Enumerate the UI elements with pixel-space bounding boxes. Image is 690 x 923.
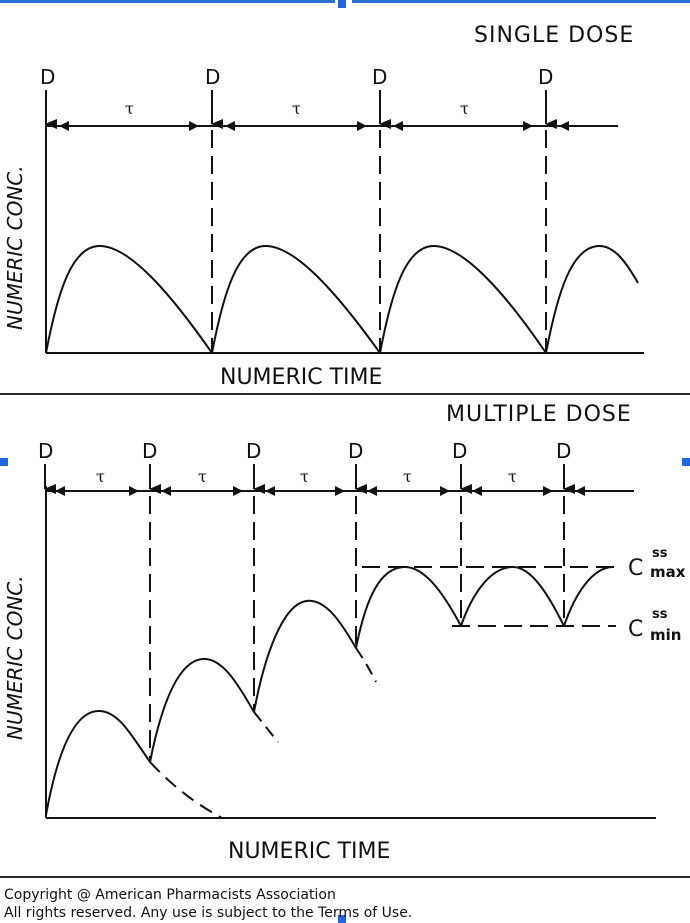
single-dose-d-label-1: D [40,65,55,89]
pharmacokinetic-dosing-diagram: SINGLE DOSE NUMERIC CONC. NUMERIC TIME D… [3,23,686,864]
single-dose-curve-4 [545,244,639,354]
single-dose-y-axis-label: NUMERIC CONC. [3,165,27,330]
terms-line[interactable]: All rights reserved. Any use is subject … [4,905,413,921]
frame-segment [352,0,690,3]
multiple-dose-curve-1 [45,709,151,816]
multiple-dose-tau-label-4: τ [403,467,412,486]
multiple-dose-decay-extension-3 [355,647,377,683]
multiple-dose-x-axis-label: NUMERIC TIME [228,839,390,864]
single-dose-curve-2 [211,244,381,354]
multiple-dose-decay-extension-1 [149,761,223,819]
multiple-dose-title: MULTIPLE DOSE [446,402,632,427]
multiple-dose-tau-label-3: τ [300,467,309,486]
css-max-symbol: C [628,556,643,581]
multiple-dose-d-label-1: D [38,439,53,463]
multiple-dose-panel: MULTIPLE DOSE NUMERIC CONC. NUMERIC TIME… [3,402,686,864]
single-dose-curve-3 [379,244,547,354]
css-min-symbol: C [628,617,643,642]
css-min-subscript: min [650,626,681,644]
css-max-label: C ss max [628,546,686,581]
frame-segment [0,0,335,3]
multiple-dose-y-axis-label: NUMERIC CONC. [3,575,27,740]
resize-handle-right[interactable] [682,458,690,466]
multiple-dose-d-label-2: D [142,439,157,463]
panel-divider [0,393,690,395]
single-dose-tau-label-1: τ [125,99,134,118]
single-dose-x-axis-label: NUMERIC TIME [220,365,382,390]
multiple-dose-d-label-3: D [246,439,261,463]
resize-handle-top[interactable] [338,0,346,8]
multiple-dose-tau-label-2: τ [198,467,207,486]
multiple-dose-tau-label-1: τ [96,467,105,486]
multiple-dose-tau-label-5: τ [508,467,517,486]
copyright-line: Copyright @ American Pharmacists Associa… [4,887,336,903]
copyright-footer: Copyright @ American Pharmacists Associa… [4,886,412,922]
resize-handle-left[interactable] [0,458,8,466]
footer-divider [0,876,690,878]
multiple-dose-curve-6 [563,566,613,627]
single-dose-tau-label-3: τ [460,99,469,118]
single-dose-curve-1 [45,244,213,354]
multiple-dose-curve-2 [149,657,255,763]
resize-handle-bottom[interactable] [338,915,346,923]
css-min-superscript: ss [652,607,668,622]
multiple-dose-d-label-5: D [452,439,467,463]
multiple-dose-decay-extension-2 [253,711,279,743]
single-dose-title: SINGLE DOSE [474,23,634,48]
multiple-dose-curve-4 [355,565,462,649]
single-dose-d-label-4: D [538,65,553,89]
window-frame-top [0,0,690,4]
multiple-dose-curve-5 [460,565,565,627]
single-dose-d-label-3: D [372,65,387,89]
css-max-subscript: max [650,563,686,581]
multiple-dose-d-label-4: D [348,439,363,463]
single-dose-d-label-2: D [205,65,220,89]
css-min-label: C ss min [628,607,681,644]
css-max-superscript: ss [652,546,668,561]
multiple-dose-d-label-6: D [556,439,571,463]
single-dose-tau-label-2: τ [292,99,301,118]
multiple-dose-curve-3 [253,599,357,713]
single-dose-panel: SINGLE DOSE NUMERIC CONC. NUMERIC TIME D… [3,23,644,390]
